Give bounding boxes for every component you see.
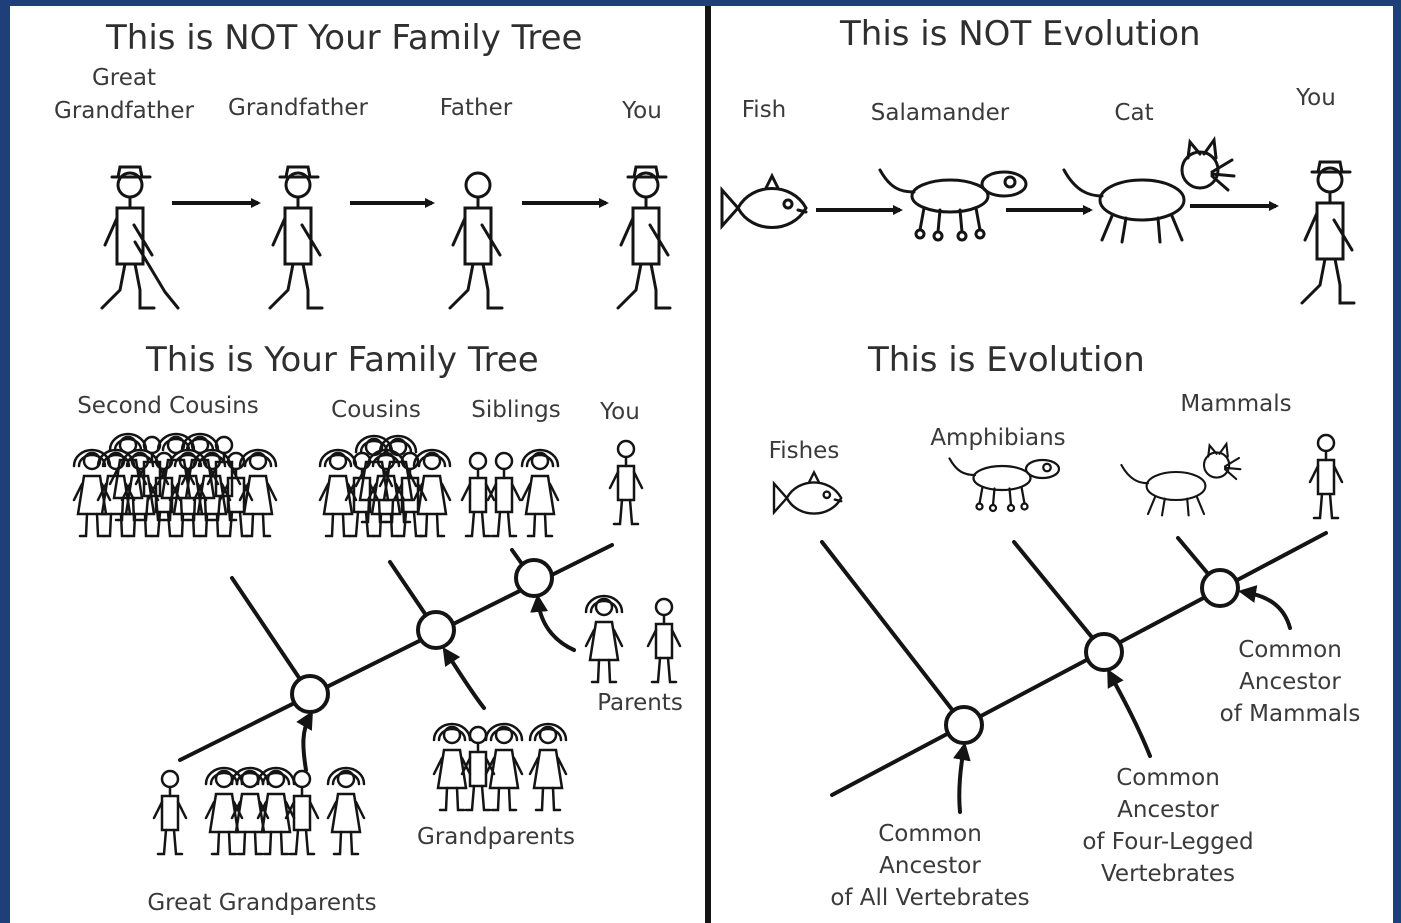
mammals-label: Mammals [1180, 391, 1292, 417]
great-grandfather-label: Great Grandfather [54, 65, 194, 124]
you-label-evolution-line: You [1296, 85, 1336, 111]
amphibians-label: Amphibians [930, 425, 1066, 451]
family-tree-branches [178, 543, 614, 772]
grandfather-label: Grandfather [228, 95, 368, 121]
you-label-family-tree: You [600, 399, 640, 425]
panel-divider [705, 6, 711, 923]
common-ancestor-vertebrates-label: Common Ancestor of All Vertebrates [830, 821, 1030, 911]
evolution-tree-branches [820, 531, 1328, 814]
cat-label: Cat [1114, 100, 1154, 126]
not-evolution-title: This is NOT Evolution [840, 14, 1201, 54]
great-grandparents-label: Great Grandparents [147, 890, 377, 916]
linear-evolution-figures [720, 138, 1356, 305]
family-tree-people [72, 432, 682, 856]
salamander-label: Salamander [870, 100, 1010, 126]
cousins-label: Cousins [331, 397, 421, 423]
evolution-title: This is Evolution [868, 340, 1145, 380]
parents-label: Parents [597, 690, 683, 716]
second-cousins-label: Second Cousins [77, 393, 259, 419]
fishes-label: Fishes [768, 438, 840, 464]
you-label-family-line: You [622, 98, 662, 124]
grandparents-label: Grandparents [417, 824, 575, 850]
family-line-figures [100, 165, 672, 310]
common-ancestor-four-legged-label: Common Ancestor of Four-Legged Vertebrat… [1082, 765, 1254, 887]
family-tree-title: This is Your Family Tree [146, 340, 539, 380]
not-family-tree-title: This is NOT Your Family Tree [106, 18, 583, 58]
fish-label: Fish [741, 97, 787, 123]
common-ancestor-mammals-label: Common Ancestor of Mammals [1219, 637, 1361, 727]
siblings-label: Siblings [471, 397, 561, 423]
father-label: Father [439, 95, 513, 121]
